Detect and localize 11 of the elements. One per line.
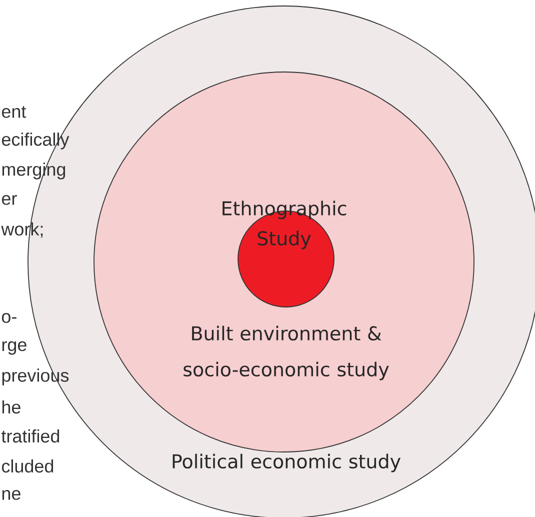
text-fragment: rge [2,341,26,355]
text-fragment: o- [2,313,16,323]
text-fragment: ent [2,106,26,118]
text-fragment: ne [2,490,20,500]
text-fragment: tratified [1,429,60,443]
text-fragment: he [2,400,20,414]
circle-label: Political economic study [172,454,400,472]
text-fragment: er [2,195,17,205]
circle-label: Built environment & socio-economic study [184,326,389,380]
circle-label: Ethnographic Study [222,200,346,250]
text-fragment: cluded [2,459,54,473]
